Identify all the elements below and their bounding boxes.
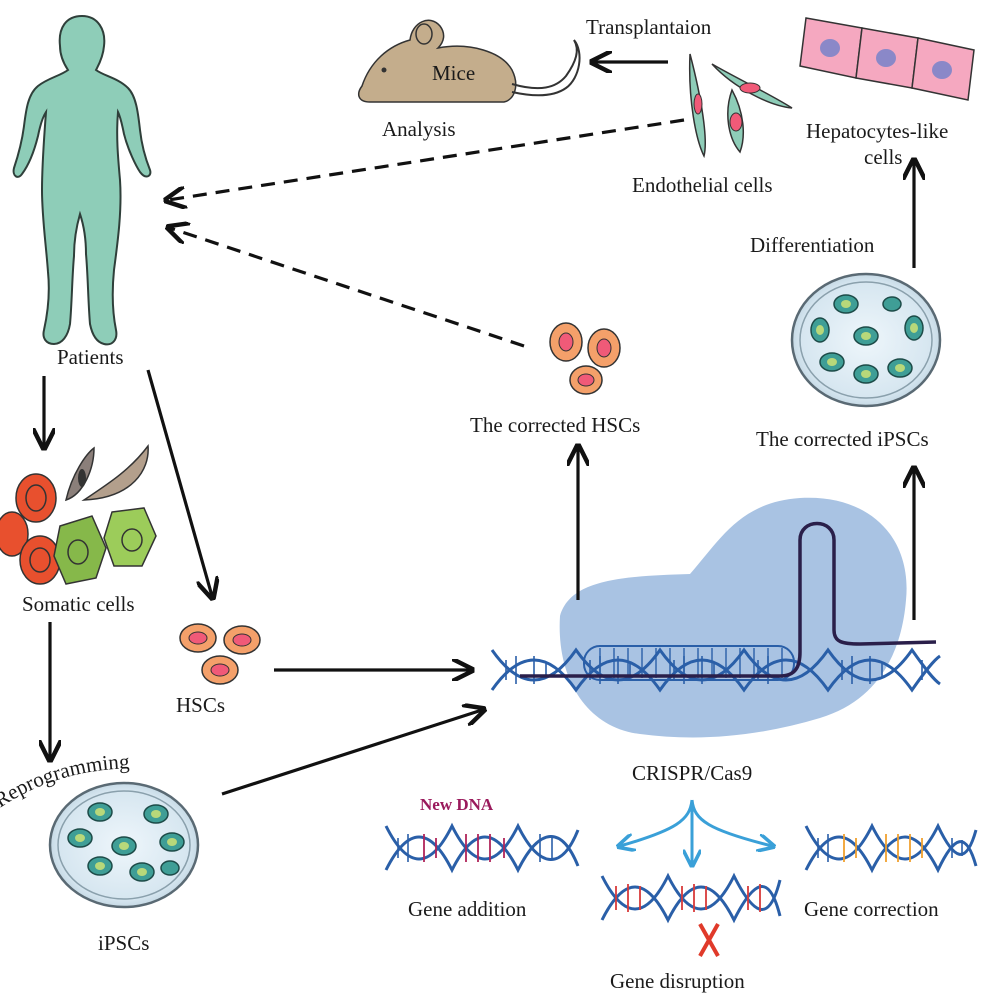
ipscs-dish-icon [48,781,200,909]
disruption-cross-icon [698,923,720,957]
outcome-split-arrows [620,799,772,864]
patients-label: Patients [57,345,124,369]
hepatocytes-cells-icon [799,17,975,101]
hscs-cells-icon [179,623,261,685]
mouse-icon [357,19,581,103]
somatic-cells-label: Somatic cells [22,592,135,616]
gene-disruption-label: Gene disruption [610,969,745,993]
hepatocytes-label-line2: cells [864,145,902,169]
transplantation-label: Transplantaion [586,15,712,39]
endothelial-cells-label: Endothelial cells [632,173,773,197]
dashed-arrow-endothelial-to-patients [168,118,685,200]
corrected-ipscs-dish-icon [790,272,942,408]
gene-addition-dna-icon [384,822,580,874]
dashed-arrow-hscs-to-patients [170,228,525,348]
gene-disruption-dna-icon [600,872,782,957]
corrected-hscs-icon [549,322,621,395]
ipscs-label: iPSCs [98,931,149,955]
crispr-label: CRISPR/Cas9 [632,761,752,785]
corrected-ipscs-label: The corrected iPSCs [756,427,929,451]
gene-correction-dna-icon [804,822,978,874]
hscs-label: HSCs [176,693,225,717]
arrow-patients-to-hscs [146,369,212,596]
new-dna-label: New DNA [420,795,494,814]
mice-label: Mice [432,61,475,85]
patient-figure-icon [12,14,152,346]
hepatocytes-label-line1: Hepatocytes-like [806,119,948,143]
corrected-hscs-label: The corrected HSCs [470,413,640,437]
gene-correction-label: Gene correction [804,897,939,921]
differentiation-label: Differentiation [750,233,875,257]
somatic-cells-icon [0,443,157,585]
gene-addition-label: Gene addition [408,897,527,921]
analysis-label: Analysis [382,117,456,141]
arrow-ipscs-to-crispr [221,710,482,796]
cas9-protein-blob [559,497,907,738]
guide-rna-strand [520,521,937,681]
endothelial-cells-icon [688,53,793,159]
